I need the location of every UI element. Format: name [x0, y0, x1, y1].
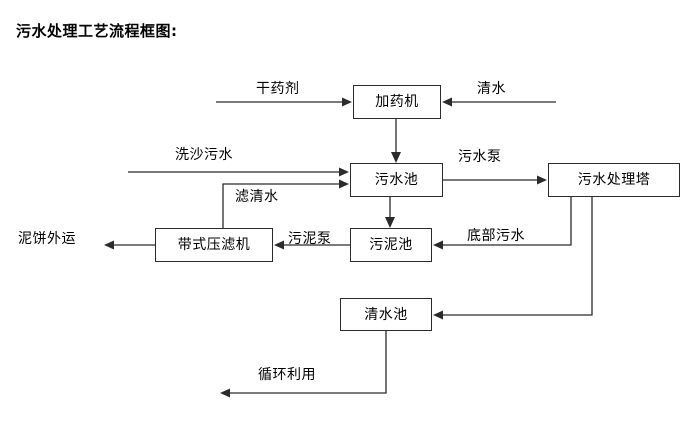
arrowhead-bottom-sewage — [433, 240, 443, 250]
edge-label-sewage-pump: 污水泵 — [458, 149, 502, 165]
node-label: 污泥池 — [369, 237, 413, 253]
edge-clean-water-pool-to-recycle — [227, 331, 387, 394]
arrowhead-clean-water — [442, 97, 452, 107]
edge-label-bottom-sewage: 底部污水 — [467, 228, 525, 244]
node-sewage-pool[interactable]: 污水池 — [350, 163, 443, 197]
arrowhead-sewage-to-sludge — [385, 217, 395, 228]
arrowhead-sewage-pump — [537, 175, 547, 185]
node-treatment-tower[interactable]: 污水处理塔 — [548, 163, 680, 197]
node-label: 污水池 — [374, 172, 419, 188]
node-sludge-pool[interactable]: 污泥池 — [350, 228, 432, 262]
node-label: 清水池 — [364, 306, 408, 323]
node-clean-water-pool[interactable]: 清水池 — [340, 298, 432, 331]
node-label: 带式压滤机 — [177, 237, 251, 253]
node-dosing-machine[interactable]: 加药机 — [353, 85, 441, 119]
edge-label-sludge-pump: 污泥泵 — [288, 231, 332, 247]
arrowhead-sand-wash — [339, 167, 349, 177]
arrowhead-dry-chemical — [342, 97, 352, 107]
edge-treatment-tower-to-clean-water-pool — [440, 197, 593, 316]
page-title: 污水处理工艺流程框图: — [16, 22, 178, 40]
node-label: 污水处理塔 — [577, 172, 651, 188]
arrowhead-sludge-pump — [274, 240, 284, 250]
edge-label-sand-wash-sewage: 洗沙污水 — [175, 147, 233, 163]
arrowhead-to-clean-water-pool — [433, 310, 443, 320]
edge-label-recycle-reuse: 循环利用 — [258, 367, 316, 383]
edge-label-clean-water-input: 清水 — [477, 81, 506, 97]
arrowhead-dosing-to-sewage — [391, 152, 401, 163]
edge-label-mud-cake-output: 泥饼外运 — [18, 231, 76, 247]
arrowhead-mud-cake — [104, 240, 114, 250]
node-belt-filter-press[interactable]: 带式压滤机 — [155, 228, 273, 262]
arrowhead-filtrate — [339, 179, 349, 189]
edge-treatment-tower-to-sludge-pool — [440, 197, 572, 246]
edge-filter-press-to-sewage-pool — [222, 183, 342, 228]
node-label: 加药机 — [375, 94, 419, 110]
arrowhead-recycle — [220, 388, 230, 398]
edge-label-filtrate-water: 滤清水 — [235, 189, 279, 205]
edge-label-dry-chemical: 干药剂 — [256, 81, 300, 97]
